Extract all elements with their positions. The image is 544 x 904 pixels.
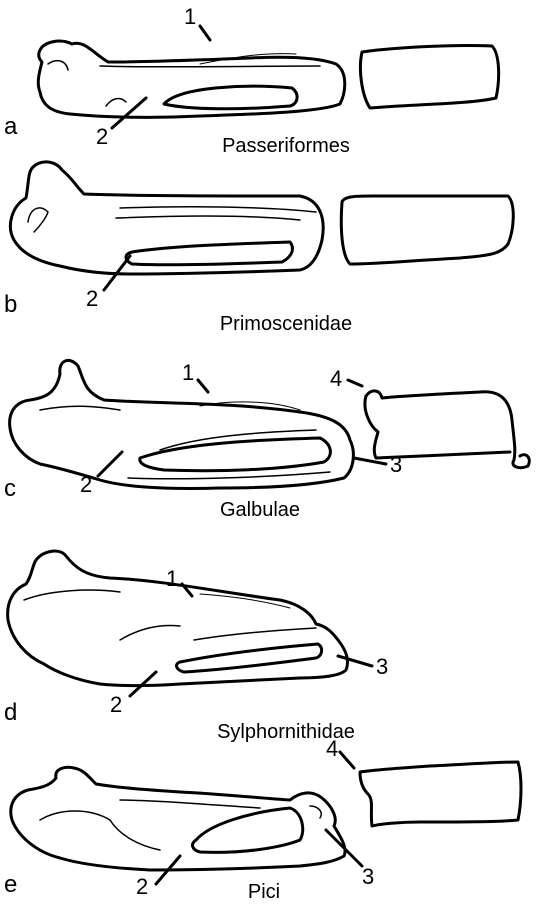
callout-e-4: 4 (326, 736, 338, 761)
bone-groove-a (164, 86, 297, 109)
bone-detail-e (40, 800, 260, 850)
pointer-e-4 (340, 752, 354, 768)
panel-letter-d: d (4, 699, 17, 726)
taxon-label-a: Passeriformes (222, 135, 350, 157)
callout-c-3: 3 (390, 452, 402, 477)
cross-section-a (360, 45, 498, 108)
pointer-c-1 (198, 380, 208, 392)
cross-section-b (341, 196, 513, 264)
taxon-label-b: Primoscenidae (220, 313, 352, 335)
callout-c-2: 2 (80, 472, 92, 497)
callout-e-3: 3 (362, 864, 374, 889)
head-detail-b (28, 208, 48, 232)
taxon-label-c: Galbulae (220, 499, 300, 521)
panel-letter-b: b (4, 291, 17, 318)
bone-detail-d (120, 626, 316, 640)
panel-letter-a: a (4, 113, 18, 140)
head-detail-a (48, 61, 68, 70)
cross-section-c-lower (365, 396, 510, 458)
callout-d-1: 1 (166, 566, 178, 591)
panel-d: 1 2 3 d Sylphornithidae (4, 551, 388, 743)
taxon-label-e: Pici (248, 881, 280, 903)
pointer-a-2 (112, 98, 146, 128)
head-detail-e (310, 806, 321, 818)
panel-e: 2 3 4 e Pici (4, 736, 521, 903)
bone-outline-a (38, 41, 344, 117)
cross-section-e (360, 762, 521, 826)
panel-c: 1 2 3 4 c Galbulae (4, 360, 529, 521)
head-detail-d (24, 590, 120, 600)
callout-c-4: 4 (330, 366, 342, 391)
pointer-c-4 (348, 380, 362, 386)
pointer-c-2 (98, 452, 122, 476)
callout-d-3: 3 (376, 654, 388, 679)
pointer-a-1 (200, 26, 210, 40)
bone-groove-e (193, 808, 303, 852)
panel-letter-e: e (4, 871, 17, 898)
pointer-d-3 (338, 656, 372, 666)
callout-d-2: 2 (110, 692, 122, 717)
bone-groove-d (177, 644, 322, 672)
panel-a: 1 2 a Passeriformes (4, 4, 499, 157)
bone-detail-a (100, 66, 320, 106)
callout-e-2: 2 (136, 874, 148, 899)
bone-groove-b (126, 242, 292, 265)
head-detail-c (40, 406, 120, 410)
callout-a-2: 2 (96, 124, 108, 149)
callout-a-1: 1 (184, 4, 196, 29)
bone-outline-e (11, 767, 345, 870)
bone-detail-b (116, 207, 316, 220)
callout-c-1: 1 (182, 360, 194, 385)
panel-letter-c: c (4, 475, 16, 502)
callout-b-2: 2 (86, 286, 98, 311)
bone-groove-c (140, 438, 331, 471)
panel-b: 2 b Primoscenidae (4, 162, 513, 335)
